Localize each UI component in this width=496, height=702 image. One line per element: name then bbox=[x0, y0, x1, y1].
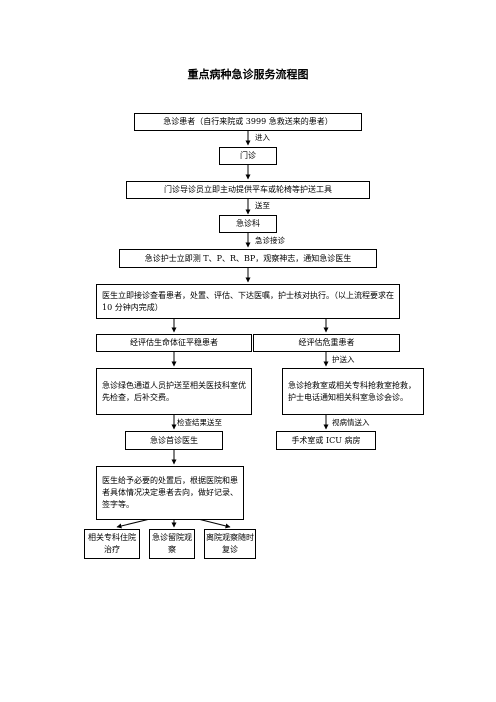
node-emergency-dept: 急诊科 bbox=[219, 215, 277, 233]
node-disposition: 医生给予必要的处置后，根据医院和患者具体情况决定患者去向，做好记录、签字等。 bbox=[96, 466, 244, 520]
node-doctor-assess: 医生立即接诊查看患者，处置、评估、下达医嘱，护士核对执行。（以上流程要求在 10… bbox=[96, 284, 400, 319]
node-outpatient: 门诊 bbox=[219, 147, 277, 165]
edge-label-receive: 急诊接诊 bbox=[255, 236, 285, 245]
edge-label-results-sent: 检查结果送至 bbox=[177, 418, 222, 427]
node-observation: 急诊留院观察 bbox=[149, 529, 195, 559]
node-guide-transport: 门诊导诊员立即主动提供平车或轮椅等护送工具 bbox=[126, 181, 370, 199]
node-emergency-patient: 急诊患者（自行来院或 3999 急救送来的患者） bbox=[134, 113, 362, 131]
arrow-n13-n14 bbox=[116, 518, 151, 529]
page-title: 重点病种急诊服务流程图 bbox=[187, 68, 309, 81]
node-discharge-followup: 离院观察随时复诊 bbox=[204, 529, 256, 559]
edge-label-escort-in: 护送入 bbox=[332, 355, 355, 364]
node-critical-patient: 经评估危重患者 bbox=[253, 334, 400, 352]
node-inpatient-specialty: 相关专科住院治疗 bbox=[84, 529, 140, 559]
node-nurse-vitals: 急诊护士立即测 T、P、R、BP，观察神志，通知急诊医生 bbox=[119, 249, 377, 268]
node-green-channel: 急诊绿色通道人员护送至相关医技科室优先检查，后补交费。 bbox=[96, 368, 252, 415]
node-stable-patient: 经评估生命体征平稳患者 bbox=[96, 334, 252, 352]
arrow-n13-n16 bbox=[197, 518, 231, 529]
node-or-icu: 手术室或 ICU 病房 bbox=[276, 431, 376, 450]
edge-label-send-to: 送至 bbox=[255, 201, 270, 210]
edge-label-condition-based: 视病情送入 bbox=[332, 418, 370, 427]
node-first-doctor: 急诊首诊医生 bbox=[125, 431, 223, 450]
node-rescue-room: 急诊抢救室或相关专科抢救室抢救，护士电话通知相关科室急诊会诊。 bbox=[282, 368, 424, 415]
edge-label-enter: 进入 bbox=[255, 133, 270, 142]
